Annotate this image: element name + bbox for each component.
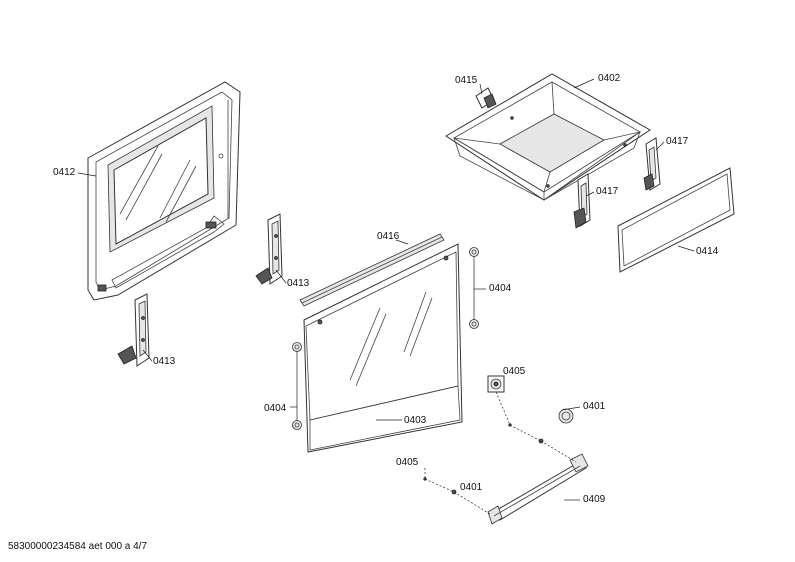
label-0413-upper: 0413 [287, 278, 310, 289]
document-reference: 58300000234584 aet 000 a 4/7 [8, 541, 148, 552]
label-0417-upper: 0417 [666, 136, 689, 147]
label-0404-right: 0404 [489, 283, 512, 294]
label-0409: 0409 [583, 494, 606, 505]
label-0401-lower: 0401 [460, 482, 483, 493]
label-0404-left: 0404 [264, 403, 287, 414]
part-0414-panel [617, 167, 735, 273]
label-0414: 0414 [696, 246, 719, 257]
label-0415: 0415 [455, 75, 478, 86]
label-0403: 0403 [404, 415, 427, 426]
label-0416: 0416 [377, 231, 400, 242]
label-0417-lower: 0417 [596, 186, 619, 197]
part-0409-handle [487, 453, 589, 525]
part-0416-seal-strip [299, 233, 445, 307]
label-0413-lower: 0413 [153, 356, 176, 367]
part-0417-bracket-right [643, 137, 661, 191]
leader-lines [77, 78, 695, 515]
part-0405-0401-fasteners [423, 375, 574, 495]
part-0403-outer-door [303, 243, 463, 453]
part-0402-tray [445, 73, 651, 201]
label-0401-right: 0401 [583, 401, 606, 412]
label-0405-upper: 0405 [503, 366, 526, 377]
label-0405-lower: 0405 [396, 457, 419, 468]
part-0415-clip [475, 87, 497, 109]
part-0417-bracket-left [573, 173, 591, 229]
label-0402: 0402 [598, 73, 621, 84]
part-0413-hinge-lower [117, 293, 150, 367]
part-0412-door-frame [87, 81, 241, 301]
part-0413-hinge-upper [255, 213, 283, 285]
label-0412: 0412 [53, 167, 76, 178]
